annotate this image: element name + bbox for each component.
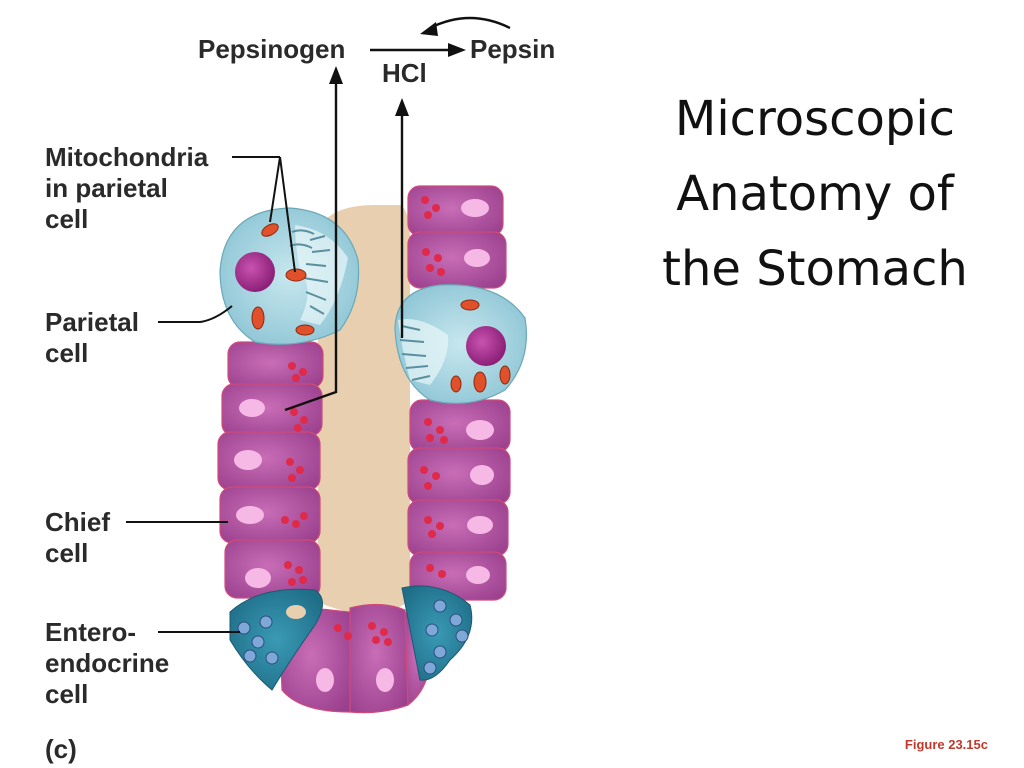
slide-title: Microscopic Anatomy of the Stomach — [630, 82, 1000, 307]
zymogen-granules — [281, 196, 448, 646]
slide-title-line-1: Microscopic — [674, 91, 956, 147]
panel-letter: (c) — [45, 734, 77, 764]
label-enteroendocrine-cell: Entero- endocrine cell — [45, 617, 169, 710]
parietal-cell-right — [394, 284, 528, 404]
chief-cell-nuclei — [234, 199, 494, 692]
label-mitochondria: Mitochondria in parietal cell — [45, 142, 208, 235]
slide-title-line-3: the Stomach — [662, 241, 968, 297]
label-enteroendocrine-line-2: endocrine — [45, 648, 170, 678]
arrowheads — [329, 22, 466, 116]
leader-lines — [126, 156, 296, 633]
parietal-cell-left — [219, 207, 360, 345]
chief-cells-left — [217, 341, 324, 599]
slide-title-line-2: Anatomy of — [676, 166, 954, 222]
label-chief-cell-line-1: Chief — [45, 507, 110, 537]
secretion-arrows — [284, 16, 511, 412]
parietal-nucleus-right — [466, 326, 506, 366]
chief-cells-bottom — [279, 603, 431, 714]
label-mitochondria-line-3: cell — [45, 204, 89, 234]
label-enteroendocrine-line-1: Entero- — [45, 617, 136, 647]
label-mitochondria-line-2: in parietal — [45, 173, 168, 203]
label-mitochondria-line-1: Mitochondria — [45, 142, 209, 172]
label-pepsinogen: Pepsinogen — [198, 34, 346, 64]
label-chief-cell: Chief cell — [45, 507, 110, 569]
label-chief-cell-line-2: cell — [45, 538, 89, 568]
label-parietal-cell: Parietal cell — [45, 307, 139, 369]
label-pepsin: Pepsin — [470, 34, 556, 64]
label-parietal-cell-line-2: cell — [45, 338, 89, 368]
chief-cells-right — [407, 185, 511, 601]
label-hcl: HCl — [382, 58, 427, 88]
figure-reference: Figure 23.15c — [904, 737, 988, 752]
enteroendocrine-cells — [229, 585, 473, 691]
parietal-nucleus-left — [235, 252, 275, 292]
label-enteroendocrine-line-3: cell — [45, 679, 89, 709]
label-parietal-cell-line-1: Parietal — [45, 307, 139, 337]
